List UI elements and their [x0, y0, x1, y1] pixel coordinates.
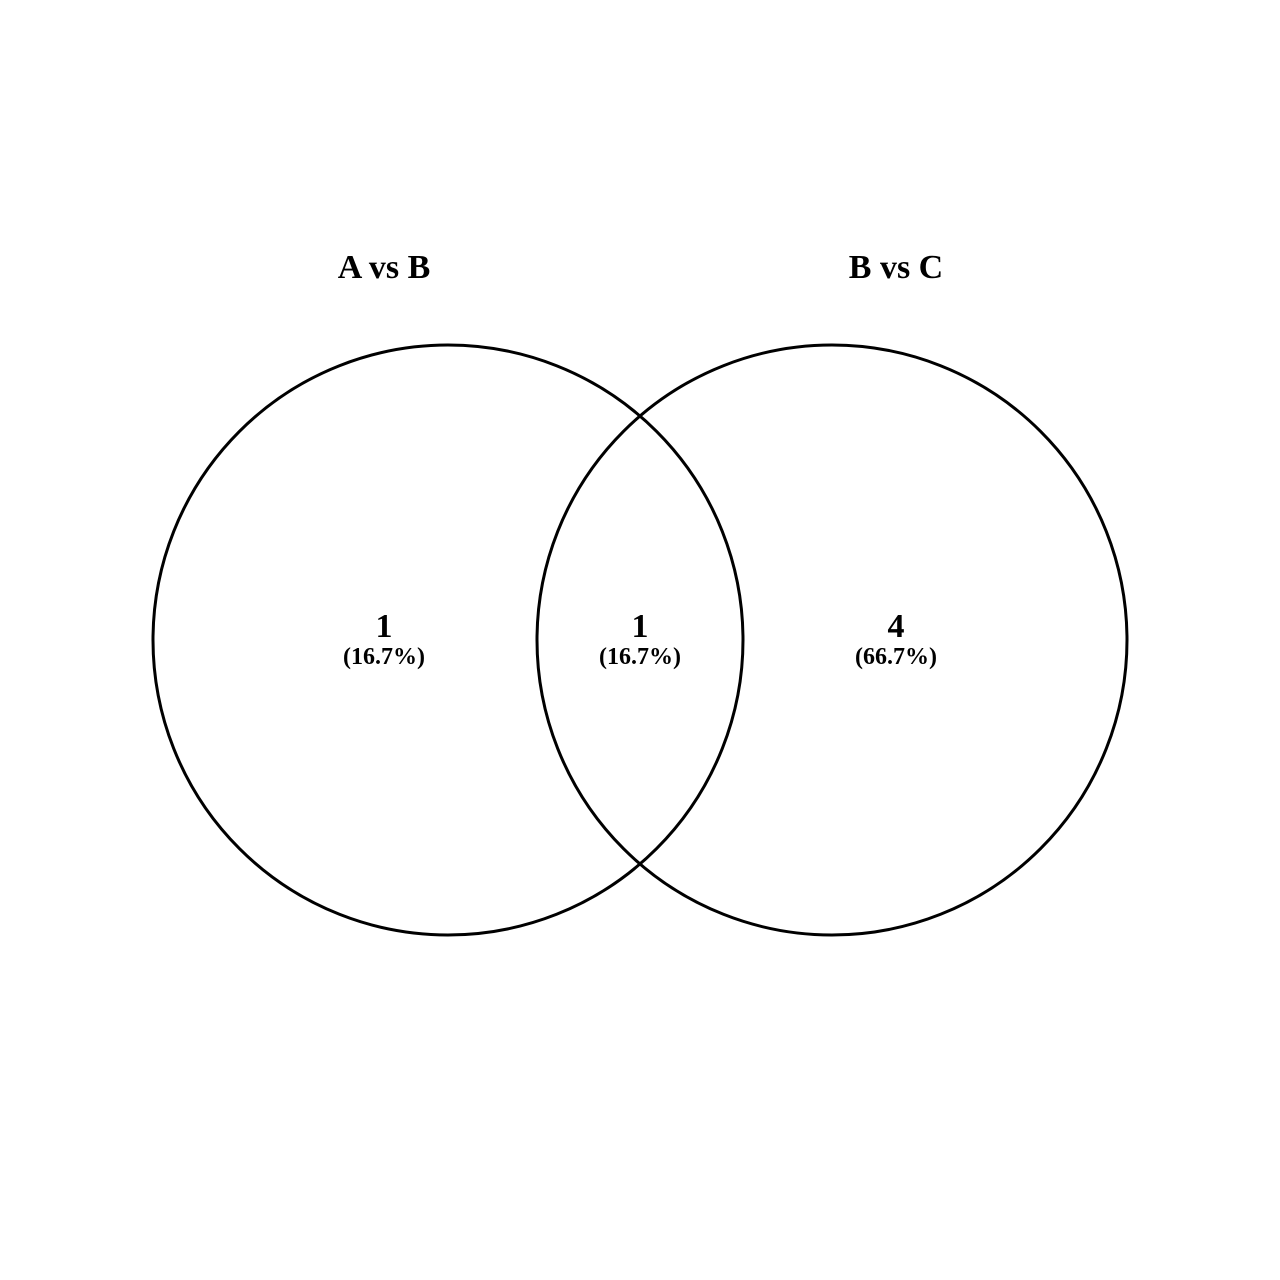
set-circle-b-vs-c: [535, 343, 1129, 937]
set-label-b-vs-c: B vs C: [849, 249, 943, 286]
region-percent-a-only: (16.7%): [343, 644, 425, 670]
set-label-a-vs-b: A vs B: [338, 249, 431, 286]
region-count-b-only: 4: [888, 608, 905, 645]
region-count-intersection: 1: [632, 608, 649, 645]
region-count-a-only: 1: [376, 608, 393, 645]
region-percent-b-only: (66.7%): [855, 644, 937, 670]
region-percent-intersection: (16.7%): [599, 644, 681, 670]
set-circle-a-vs-b: [151, 343, 745, 937]
